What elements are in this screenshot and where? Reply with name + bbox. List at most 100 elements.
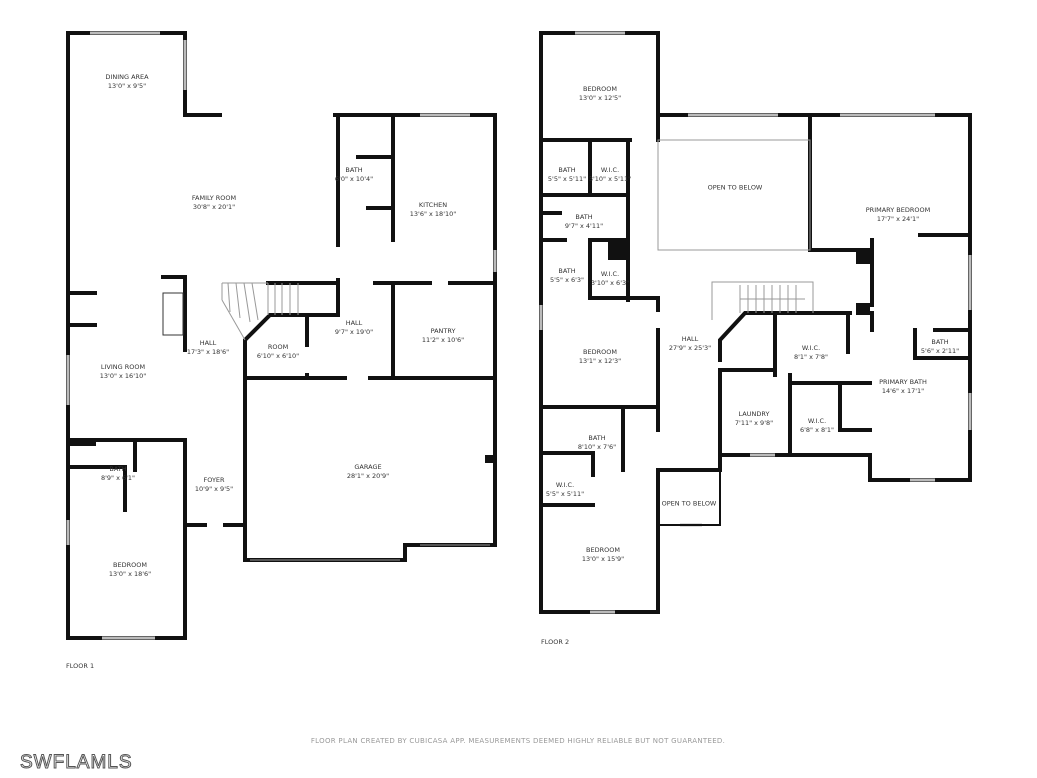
room-dimensions: 13'0" x 18'6"	[108, 570, 152, 578]
room-dimensions: 6'0" x 10'4"	[334, 175, 374, 183]
room-name: W.I.C.	[600, 270, 620, 278]
room-name: HALL	[681, 335, 699, 343]
room-name: BATH	[931, 338, 949, 346]
room-name: LAUNDRY	[738, 410, 770, 418]
room-name: PRIMARY BATH	[879, 378, 927, 386]
room-name: KITCHEN	[418, 201, 448, 209]
room-dimensions: 9'7" x 19'0"	[334, 328, 374, 336]
room-label: W.I.C.6'8" x 8'1"	[800, 417, 834, 435]
floor2-walls	[539, 31, 972, 614]
room-dimensions: 28'1" x 20'9"	[346, 472, 390, 480]
room-name: HALL	[199, 339, 217, 347]
room-dimensions: 11'2" x 10'6"	[421, 336, 465, 344]
room-dimensions: 5'5" x 5'11"	[547, 175, 587, 183]
room-name: OPEN TO BELOW	[661, 499, 717, 508]
room-dimensions: 5'5" x 5'11"	[545, 490, 585, 498]
room-name: BATH	[558, 267, 576, 275]
room-dimensions: 17'7" x 24'1"	[876, 215, 920, 223]
room-name: PRIMARY BEDROOM	[865, 206, 931, 214]
room-name: W.I.C.	[801, 344, 821, 352]
room-name: BEDROOM	[583, 85, 617, 93]
room-dimensions: 8'1" x 7'8"	[793, 353, 829, 361]
room-dimensions: 14'6" x 17'1"	[881, 387, 925, 395]
room-name: W.I.C.	[555, 481, 575, 489]
floor1-walls	[66, 31, 497, 640]
room-name: HALL	[345, 319, 363, 327]
room-name: FOYER	[203, 476, 225, 484]
floor1-label: FLOOR 1	[66, 662, 95, 670]
watermark-logo: SWFLAMLS	[20, 752, 133, 774]
floor1-details	[66, 31, 497, 640]
room-dimensions: 3'10" x 5'11"	[588, 175, 632, 183]
room-dimensions: 9'7" x 4'11"	[564, 222, 604, 230]
room-dimensions: 8'10" x 7'6"	[577, 443, 617, 451]
room-name: BATH	[588, 434, 606, 442]
room-dimensions: 13'6" x 18'10"	[409, 210, 457, 218]
room-name: LIVING ROOM	[100, 363, 146, 371]
room-label: OPEN TO BELOW	[662, 500, 717, 509]
room-name: PANTRY	[430, 327, 456, 335]
room-name: BEDROOM	[586, 546, 620, 554]
room-name: W.I.C.	[600, 166, 620, 174]
room-dimensions: 5'5" x 6'3"	[549, 276, 585, 284]
room-name: OPEN TO BELOW	[707, 183, 763, 192]
room-label: W.I.C.5'5" x 5'11"	[546, 481, 584, 499]
room-name: BEDROOM	[583, 348, 617, 356]
room-label: W.I.C.3'10" x 5'11"	[589, 166, 631, 184]
room-dimensions: 6'10" x 6'10"	[256, 352, 300, 360]
room-dimensions: 6'8" x 8'1"	[799, 426, 835, 434]
room-name: BATH	[558, 166, 576, 174]
floor2-details	[539, 31, 972, 614]
room-dimensions: 13'0" x 12'5"	[578, 94, 622, 102]
room-dimensions: 5'6" x 2'11"	[920, 347, 960, 355]
room-dimensions: 10'9" x 9'5"	[194, 485, 234, 493]
room-dimensions: 7'11" x 9'8"	[734, 419, 774, 427]
room-name: BATH	[345, 166, 363, 174]
room-dimensions: 3'10" x 6'3"	[590, 279, 630, 287]
room-dimensions: 17'3" x 18'6"	[186, 348, 230, 356]
disclaimer-footer: FLOOR PLAN CREATED BY CUBICASA APP. MEAS…	[310, 737, 726, 745]
room-label: OPEN TO BELOW	[708, 184, 763, 193]
room-name: GARAGE	[354, 463, 382, 471]
room-dimensions: 13'1" x 12'3"	[578, 357, 622, 365]
room-dimensions: 13'0" x 16'10"	[99, 372, 147, 380]
room-name: FAMILY ROOM	[191, 194, 237, 202]
room-name: BATH	[575, 213, 593, 221]
room-name: ROOM	[267, 343, 289, 351]
room-name: BEDROOM	[113, 561, 147, 569]
room-label: W.I.C.3'10" x 6'3"	[591, 270, 629, 288]
room-label: W.I.C.8'1" x 7'8"	[794, 344, 828, 362]
room-dimensions: 13'0" x 15'9"	[581, 555, 625, 563]
room-name: W.I.C.	[807, 417, 827, 425]
room-name: DINING AREA	[105, 73, 149, 81]
room-dimensions: 8'9" x 6'1"	[100, 474, 136, 482]
room-dimensions: 30'8" x 20'1"	[192, 203, 236, 211]
room-dimensions: 13'0" x 9'5"	[107, 82, 147, 90]
